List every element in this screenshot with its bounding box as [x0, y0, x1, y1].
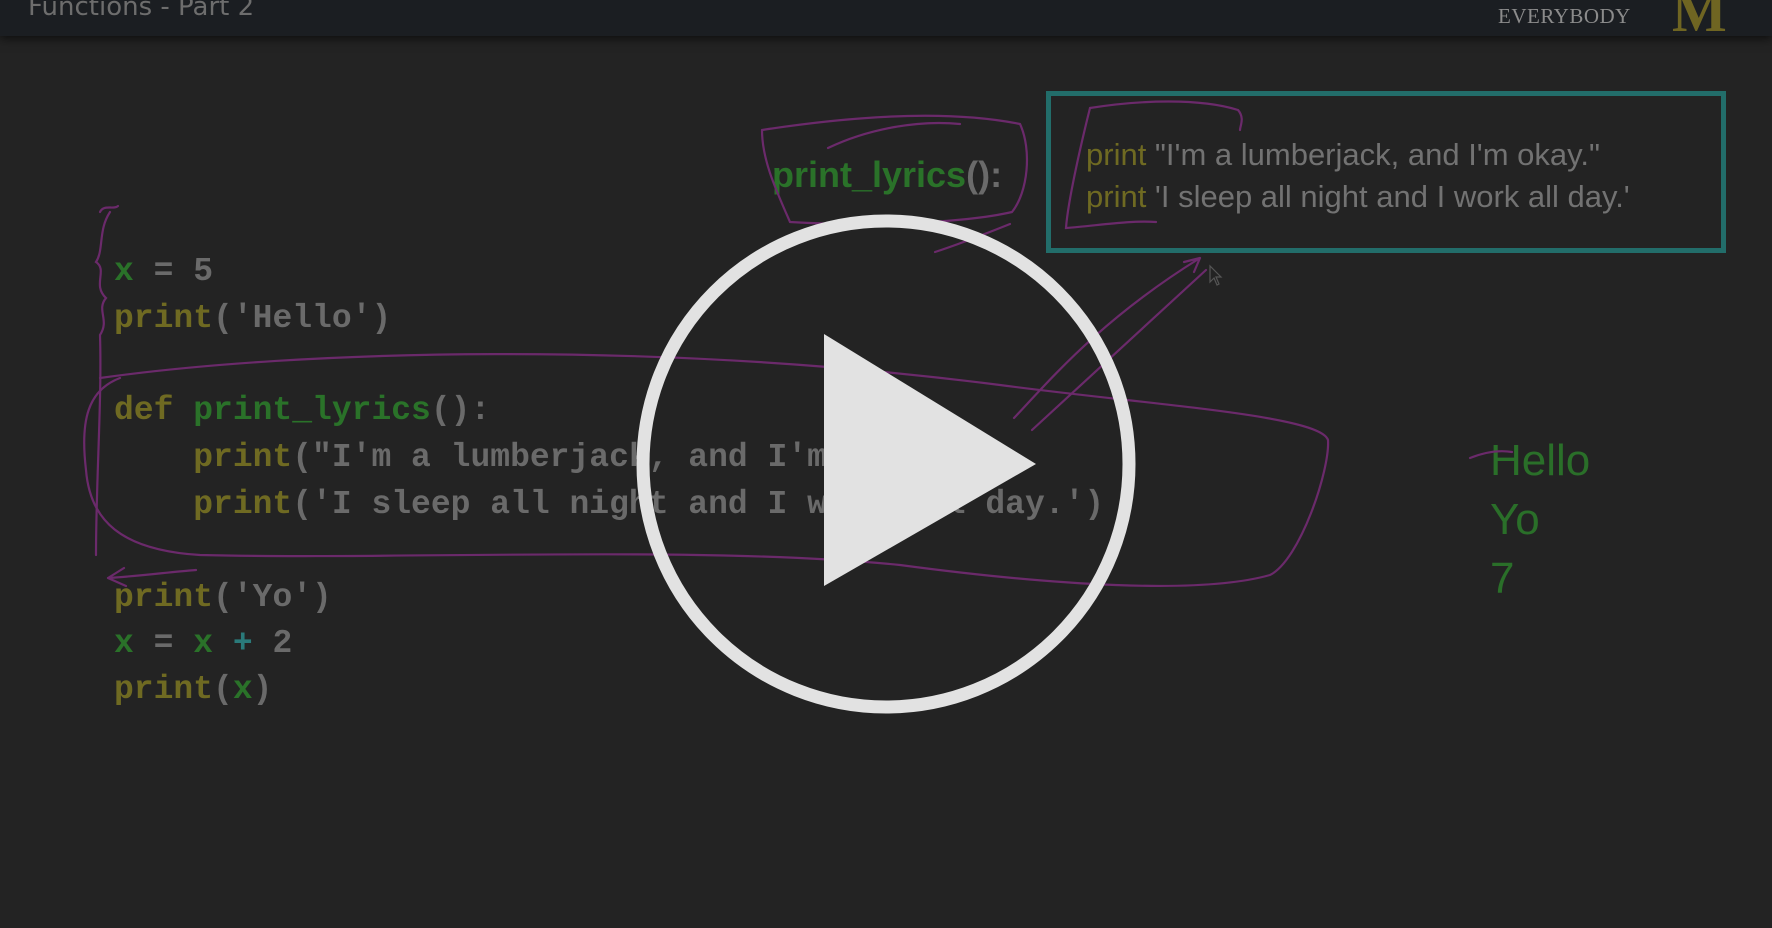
box-line-2-string: 'I sleep all night and I work all day.'	[1146, 179, 1630, 214]
code-token: x	[232, 671, 253, 708]
code-line-3: def print_lyrics():	[114, 391, 490, 431]
function-header: print_lyrics():	[772, 154, 1002, 196]
function-name: print_lyrics	[772, 154, 967, 195]
play-icon	[824, 334, 1036, 586]
code-token: ('Hello')	[213, 300, 392, 337]
function-body-line-1: print "I'm a lumberjack, and I'm okay."	[1086, 137, 1600, 173]
function-body-line-2: print 'I sleep all night and I work all …	[1086, 179, 1630, 215]
code-token: print_lyrics	[193, 392, 431, 429]
video-header-bar: Functions - Part 2 EVERYBODY M	[0, 0, 1772, 44]
code-token: =	[133, 253, 194, 290]
code-token: ():	[430, 392, 491, 429]
box-line-1-string: "I'm a lumberjack, and I'm okay."	[1146, 137, 1600, 172]
brand-text: EVERYBODY	[1498, 4, 1631, 28]
output-line-1: Hello	[1490, 436, 1591, 485]
code-token: print	[114, 439, 293, 476]
box-line-2-keyword: print	[1086, 179, 1147, 214]
code-token: x	[193, 625, 214, 662]
university-logo: M	[1672, 0, 1727, 44]
function-body-box	[1046, 91, 1726, 253]
mouse-cursor-icon	[1209, 264, 1223, 286]
code-token: 5	[193, 253, 214, 290]
code-token: +	[213, 625, 273, 662]
code-token: x	[114, 253, 134, 290]
play-button[interactable]	[636, 214, 1136, 714]
code-token: print	[114, 671, 214, 708]
code-token: )	[252, 671, 273, 708]
code-token: ('Yo')	[213, 579, 332, 616]
code-token: =	[133, 625, 194, 662]
code-token: def	[114, 392, 194, 429]
code-token: print	[114, 579, 214, 616]
play-button-ring	[636, 214, 1136, 714]
code-token: print	[114, 300, 214, 337]
code-line-7: x = x + 2	[114, 624, 292, 664]
code-token: (	[213, 671, 233, 708]
output-line-2: Yo	[1490, 495, 1540, 544]
code-line-8: print(x)	[114, 670, 272, 710]
code-token: 2	[272, 625, 293, 662]
code-token: x	[114, 625, 134, 662]
code-line-2: print('Hello')	[114, 299, 391, 339]
code-token: print	[114, 486, 293, 523]
output-line-3: 7	[1490, 554, 1515, 603]
code-line-6: print('Yo')	[114, 578, 332, 618]
lecture-title: Functions - Part 2	[28, 0, 255, 22]
code-line-1: x = 5	[114, 252, 213, 292]
function-parens: ():	[966, 154, 1003, 195]
box-line-1-keyword: print	[1086, 137, 1147, 172]
